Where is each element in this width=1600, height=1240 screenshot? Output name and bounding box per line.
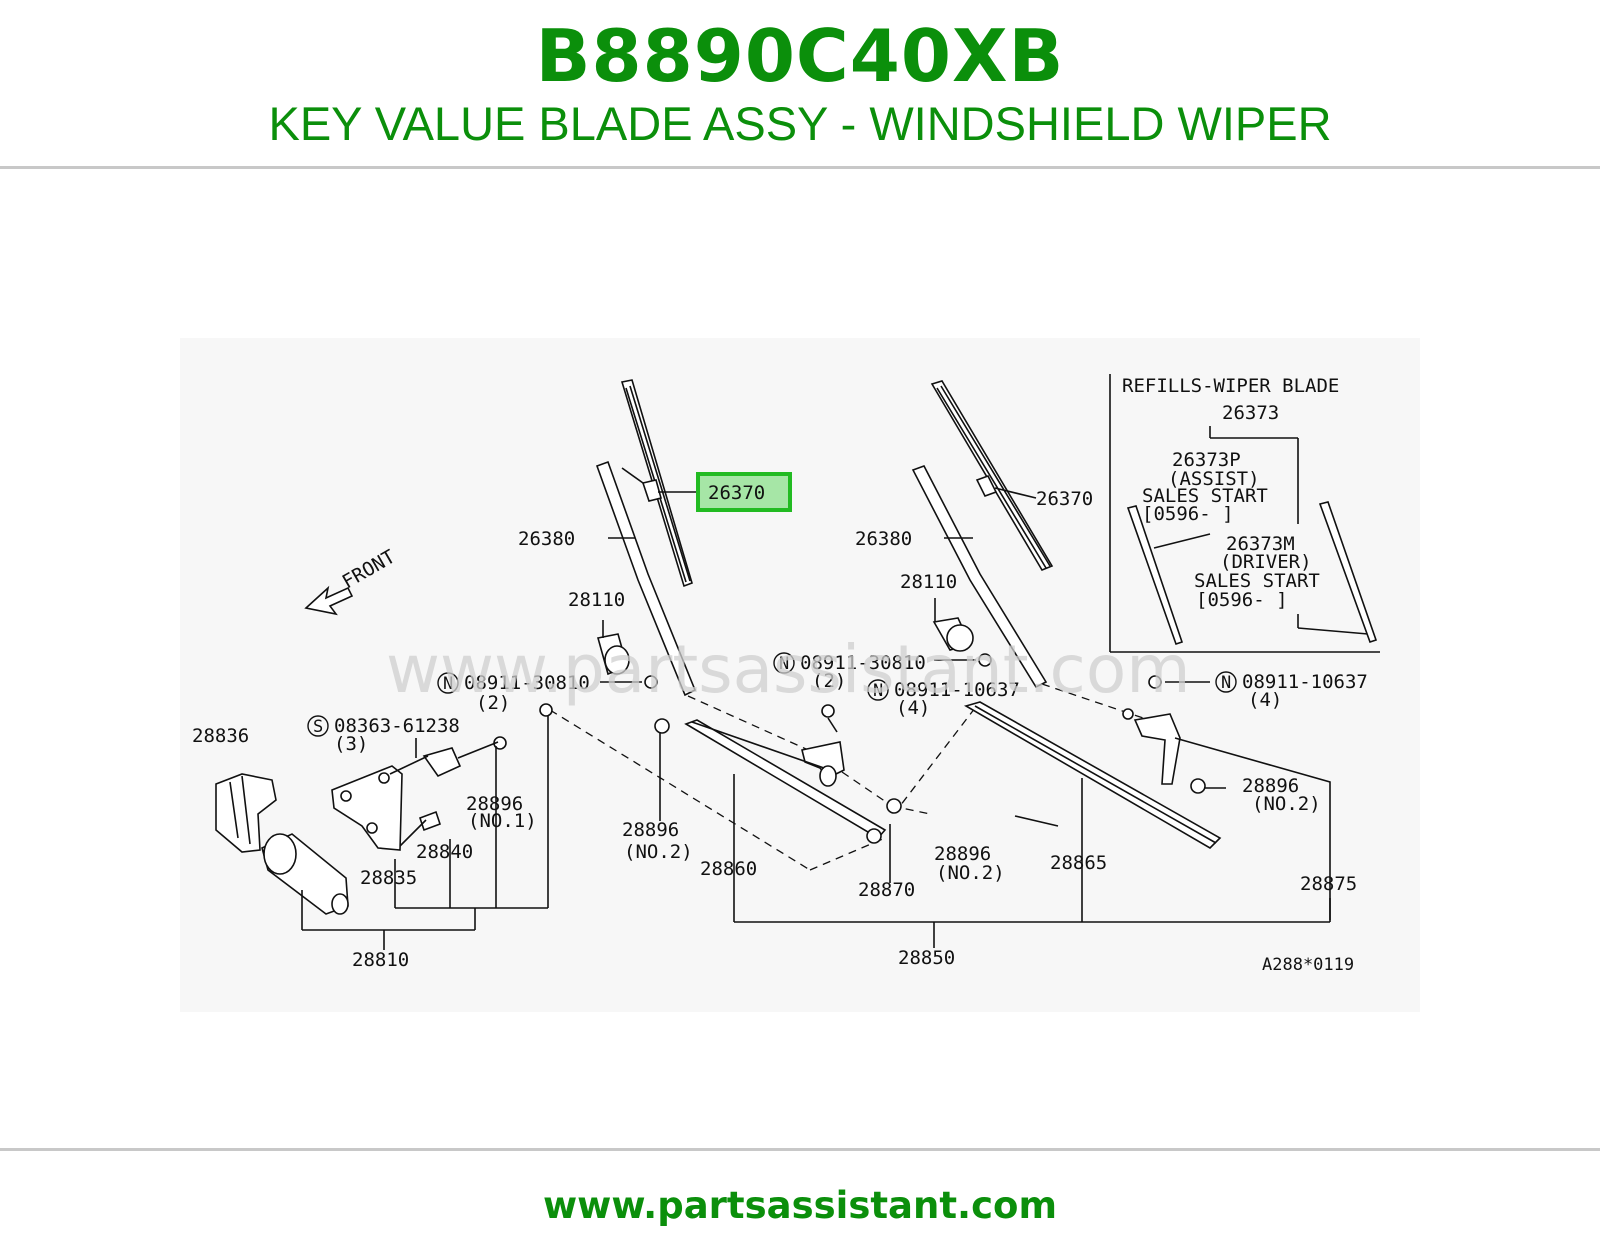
- label-nut-mid-2-qty: (4): [896, 697, 930, 719]
- label-nut-right-qty: (4): [1248, 689, 1282, 711]
- label-front: FRONT: [339, 546, 400, 594]
- label-bush-no1: 28896: [466, 793, 523, 815]
- n-mark-letter: N: [779, 654, 789, 674]
- label-pivot-cap-left: 28110: [568, 589, 625, 611]
- link-28865: [963, 701, 1222, 850]
- label-linkage-assy: 28850: [898, 947, 955, 969]
- refills-title: REFILLS-WIPER BLADE: [1122, 375, 1339, 397]
- label-pivot-cap-right: 28110: [900, 571, 957, 593]
- footer-site-url[interactable]: www.partsassistant.com: [542, 1184, 1057, 1227]
- link-28860: [684, 719, 887, 840]
- refill-blade-left: [1126, 505, 1184, 646]
- label-screw-qty: (3): [334, 733, 368, 755]
- label-nut-mid-1: 08911-30810: [800, 652, 926, 674]
- refills-driver-part: 26373M: [1226, 533, 1295, 555]
- refills-driver-tag: (DRIVER): [1220, 551, 1312, 573]
- label-screw: 08363-61238: [334, 715, 460, 737]
- highlighted-part-label: 26370: [708, 482, 765, 504]
- label-bush-no2-b-tag: (NO.2): [936, 862, 1005, 884]
- refills-assist-date: [0596- ]: [1142, 503, 1234, 525]
- label-bush-no2-c: 28896: [1242, 775, 1299, 797]
- label-bush-no2-b: 28896: [934, 843, 991, 865]
- label-motor: 28835: [360, 867, 417, 889]
- crank: [422, 747, 462, 778]
- front-arrow-icon: [304, 585, 354, 616]
- label-link-3: 28865: [1050, 852, 1107, 874]
- label-bracket: 28840: [416, 841, 473, 863]
- refills-assist-tag: (ASSIST): [1168, 468, 1260, 490]
- label-nut-right: 08911-10637: [1242, 671, 1368, 693]
- motor-bracket: [331, 765, 403, 851]
- refills-part: 26373: [1222, 402, 1279, 424]
- label-nut-mid-2: 08911-10637: [894, 679, 1020, 701]
- n-mark-letter: N: [873, 681, 883, 701]
- n-mark-icon: [1215, 671, 1237, 693]
- refills-driver-sales: SALES START: [1194, 570, 1320, 592]
- label-bush-no2-c-tag: (NO.2): [1252, 793, 1321, 815]
- refills-assist-sales: SALES START: [1142, 485, 1268, 507]
- highlighted-part-box: [696, 472, 792, 512]
- label-blade-right: 26370: [1036, 488, 1093, 510]
- label-nut-mid-1-qty: (2): [812, 670, 846, 692]
- label-motor-assy: 28810: [352, 949, 409, 971]
- s-mark-icon: [307, 715, 329, 737]
- parts-diagram: 26370 26370 26380 26380 28110 28110 FRON…: [180, 338, 1420, 1012]
- right-pivot: [1133, 713, 1181, 785]
- watermark: www.partsassistant.com: [386, 631, 1191, 708]
- figure-code: A288*0119: [1262, 955, 1354, 975]
- part-name-subtitle: KEY VALUE BLADE ASSY - WINDSHIELD WIPER: [268, 97, 1332, 150]
- refills-driver-date: [0596- ]: [1196, 589, 1288, 611]
- label-link-4: 28875: [1300, 873, 1357, 895]
- header-divider: [0, 166, 1600, 169]
- refills-assist-part: 26373P: [1172, 449, 1241, 471]
- label-arm-left: 26380: [518, 528, 575, 550]
- page-header: B8890C40XB KEY VALUE BLADE ASSY - WINDSH…: [0, 0, 1600, 168]
- n-mark-icon: [773, 652, 795, 674]
- label-bush-no1-tag: (NO.1): [468, 810, 537, 832]
- label-arm-right: 26380: [855, 528, 912, 550]
- n-mark-letter: N: [1221, 673, 1231, 693]
- n-mark-icon: [437, 672, 459, 694]
- n-mark-letter: N: [443, 674, 453, 694]
- refill-blade-right: [1318, 501, 1378, 644]
- label-bush-no2-a-tag: (NO.2): [624, 841, 693, 863]
- label-bush-no2-a: 28896: [622, 819, 679, 841]
- n-mark-icon: [867, 679, 889, 701]
- label-link-2: 28870: [858, 879, 915, 901]
- part-number-title: B8890C40XB: [535, 14, 1065, 98]
- right-wiper-arm: [911, 465, 1048, 689]
- parts-diagram-svg: 26370 26370 26380 26380 28110 28110 FRON…: [192, 374, 1380, 975]
- left-wiper-arm: [595, 460, 697, 697]
- label-cover: 28836: [192, 725, 249, 747]
- footer-divider: [0, 1148, 1600, 1151]
- s-mark-letter: S: [313, 717, 323, 737]
- label-nut-left-1: 08911-30810: [464, 672, 590, 694]
- label-nut-left-1-qty: (2): [476, 692, 510, 714]
- label-link-1: 28860: [700, 858, 757, 880]
